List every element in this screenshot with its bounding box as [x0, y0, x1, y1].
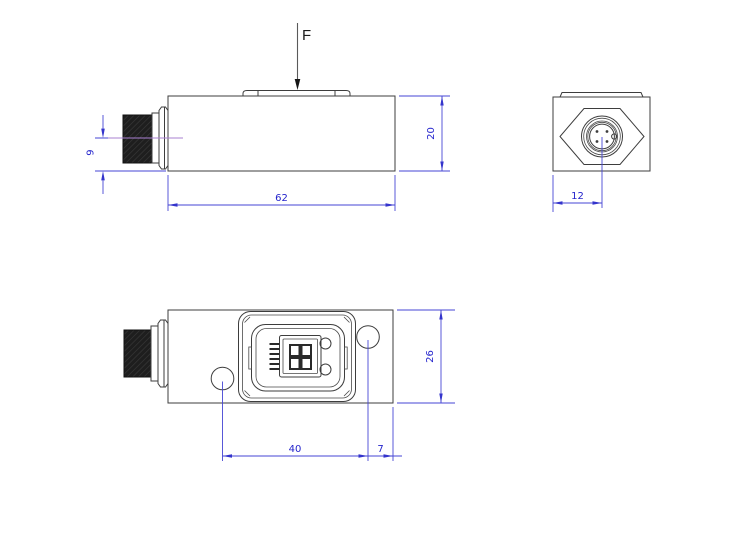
dim-label-62: 62 [275, 193, 288, 204]
arrowhead-icon [383, 454, 393, 458]
connector-pin [605, 140, 609, 143]
arrowhead-icon [101, 128, 105, 138]
arrowhead-icon [222, 454, 232, 458]
force-arrowhead-icon [294, 79, 301, 90]
dim-label-40: 40 [289, 444, 302, 455]
arrowhead-icon [385, 203, 395, 207]
dim-label-9: 9 [86, 149, 97, 155]
connector-collar-step [150, 325, 159, 382]
connector-knurl [123, 329, 152, 378]
arrowhead-icon [439, 393, 443, 403]
connector-collar [158, 106, 169, 170]
dim-hole-to-edge: 7 [368, 407, 402, 461]
dim-height: 20 [399, 95, 450, 172]
dim-connector-offset: 9 [86, 115, 166, 194]
gauge-cell [300, 357, 312, 370]
gauge-chip-outer [279, 335, 322, 378]
connector-pin [595, 130, 599, 133]
force-label: F [302, 27, 311, 44]
gauge-cell [289, 344, 301, 357]
body-outline [167, 95, 396, 172]
connector-knurl [122, 114, 153, 164]
flexure-square-inner [255, 328, 341, 388]
load-button-outline [242, 90, 351, 96]
load-button-edge [559, 92, 644, 98]
load-button-steps [257, 90, 336, 96]
pocket-inner [242, 314, 352, 399]
connector-pin [595, 140, 599, 143]
connector-pin [605, 130, 609, 133]
dim-label-7: 7 [377, 444, 383, 455]
gauge-grid [289, 344, 312, 370]
flexure-tab-right [344, 346, 348, 370]
gauge-cell [289, 357, 301, 370]
gauge-chip-inner [282, 338, 318, 374]
pocket-outer [238, 311, 356, 402]
dim-connector-center: 12 [552, 175, 602, 212]
wire-bonds [269, 343, 280, 370]
side-view: F 9 62 20 [86, 23, 450, 211]
dim-hole-spacing: 40 [222, 340, 369, 461]
end-view: 12 [552, 92, 651, 212]
arrowhead-icon [553, 201, 563, 205]
arrowhead-icon [592, 201, 602, 205]
arrowhead-icon [101, 171, 105, 181]
gauge-cell [300, 344, 312, 357]
arrowhead-icon [439, 310, 443, 320]
arrowhead-icon [168, 203, 178, 207]
pocket-corner-ticks [244, 316, 350, 397]
body-outline [167, 309, 394, 404]
flexure-tab-left [248, 346, 252, 370]
top-view: 40 7 26 [123, 309, 455, 461]
dim-body-width: 26 [397, 309, 455, 404]
connector-collar [157, 319, 169, 388]
body-outline [552, 96, 651, 172]
dim-label-20: 20 [426, 127, 437, 140]
arrowhead-icon [440, 96, 444, 106]
pocket-hole-bottom [319, 363, 332, 376]
force-arrow: F [294, 23, 311, 90]
dim-label-12: 12 [571, 191, 584, 202]
arrowhead-icon [358, 454, 368, 458]
arrowhead-icon [440, 161, 444, 171]
pocket-hole-top [319, 337, 332, 350]
dim-length: 62 [167, 175, 396, 211]
connector-hex-nut [559, 108, 645, 165]
connector-keyway-notch [611, 133, 618, 140]
dim-label-26: 26 [425, 350, 436, 363]
